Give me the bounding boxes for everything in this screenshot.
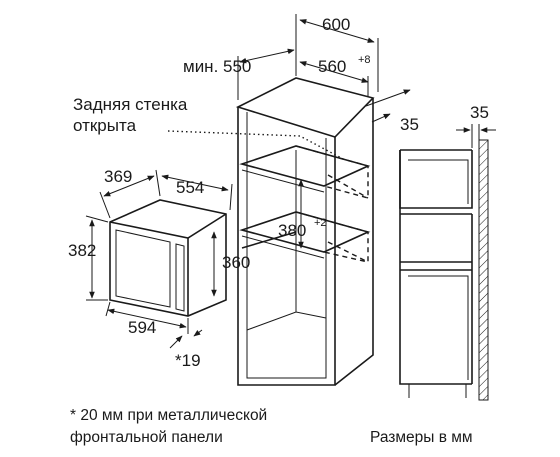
dim-360-label: 360 [222,253,250,272]
dim-35-cabinet-label: 35 [400,115,419,134]
back-wall-label-line2: открыта [73,116,137,135]
dim-min550: мин. 550 [183,44,297,100]
dim-min550-label: мин. 550 [183,57,251,76]
dim-560-label: 560 [318,57,346,76]
dim-554: 554 [161,174,233,211]
dim-380-tolerance: +2 [314,217,327,229]
dim-369: 369 [99,167,161,219]
dim-380: 380 +2 [278,179,327,249]
footnote-line2: фронтальной панели [70,429,223,446]
tall-cabinet [167,77,375,386]
dim-554-label: 554 [176,178,204,197]
dim-369-label: 369 [104,167,132,186]
dim-19: *19 [169,329,203,370]
units-note: Размеры в мм [370,429,473,446]
back-wall-label-line1: Задняя стенка [73,95,188,114]
dim-560-tolerance: +8 [358,54,371,66]
dim-19-label: *19 [175,351,201,370]
microwave-appliance [109,199,227,317]
dim-560: 560 +8 [299,54,371,96]
dim-35-cabinet: 35 [365,89,419,134]
dim-35-wall: 35 [456,103,496,148]
cabinet-side-view [399,139,489,401]
dim-600-label: 600 [322,15,350,34]
dim-382-label: 382 [68,241,96,260]
dim-360: 360 [211,231,250,297]
dim-35-wall-label: 35 [470,103,489,122]
footnote-line1: * 20 мм при металлической [70,407,267,424]
dim-594-label: 594 [128,318,156,337]
dim-594: 594 [105,301,189,337]
dim-380-label: 380 [278,221,306,240]
dim-600: 600 [295,14,379,92]
dim-382: 382 [68,215,109,301]
